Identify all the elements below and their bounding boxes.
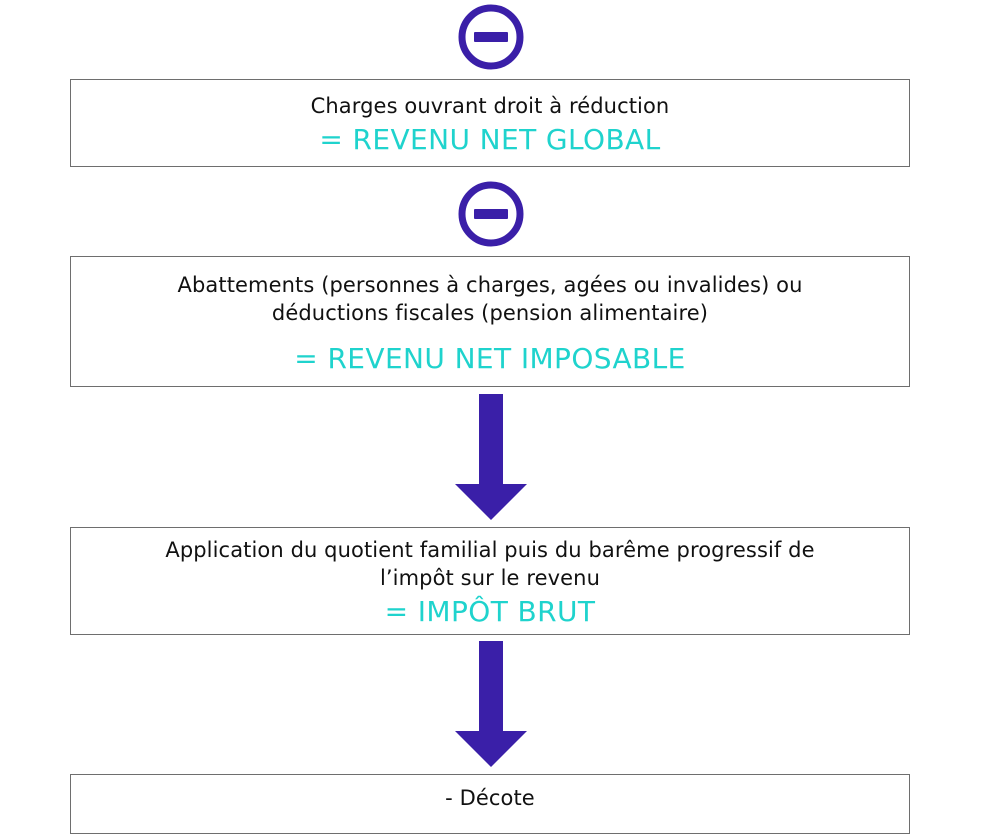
step-description: Charges ouvrant droit à réduction bbox=[310, 94, 670, 118]
step-result: = REVENU NET IMPOSABLE bbox=[294, 342, 686, 375]
step-box-revenu-net-imposable: Abattements (personnes à charges, agées … bbox=[70, 256, 910, 387]
step-description: Application du quotient familial puis du… bbox=[71, 536, 909, 592]
arrow-down-icon bbox=[455, 641, 527, 767]
step-box-impot-brut: Application du quotient familial puis du… bbox=[70, 527, 910, 635]
step-box-revenu-net-global: Charges ouvrant droit à réduction = REVE… bbox=[70, 79, 910, 167]
arrow-down-icon bbox=[455, 394, 527, 520]
minus-circle-icon bbox=[458, 181, 524, 247]
step-description: - Décote bbox=[445, 786, 535, 810]
step-result: = IMPÔT BRUT bbox=[384, 595, 596, 628]
step-description-line: l’impôt sur le revenu bbox=[379, 566, 601, 590]
step-description-line: Abattements (personnes à charges, agées … bbox=[177, 273, 803, 297]
minus-circle-icon bbox=[458, 4, 524, 70]
step-description-line: déductions fiscales (pension alimentaire… bbox=[271, 301, 709, 325]
step-description-line: Application du quotient familial puis du… bbox=[165, 538, 815, 562]
step-description: Abattements (personnes à charges, agées … bbox=[71, 271, 909, 327]
step-result: = REVENU NET GLOBAL bbox=[319, 123, 661, 156]
step-box-decote: - Décote bbox=[70, 774, 910, 834]
